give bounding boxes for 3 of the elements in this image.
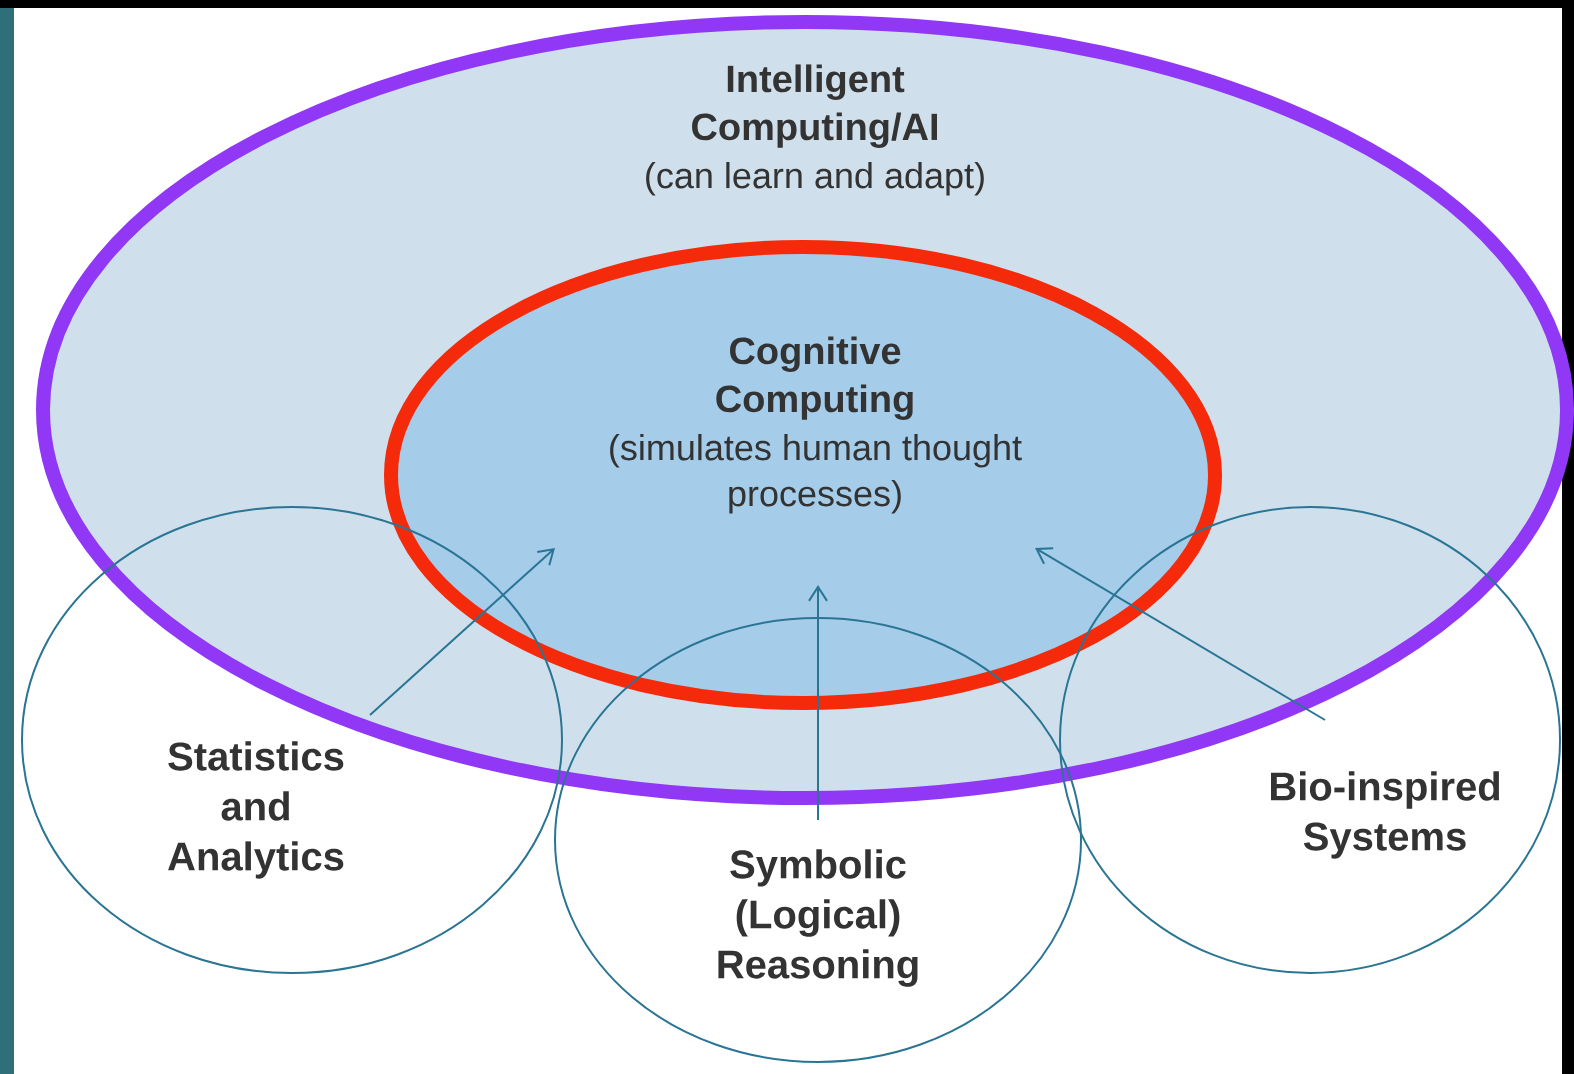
arrow xyxy=(369,548,555,716)
arrow xyxy=(1035,547,1326,721)
arrow xyxy=(808,585,828,821)
